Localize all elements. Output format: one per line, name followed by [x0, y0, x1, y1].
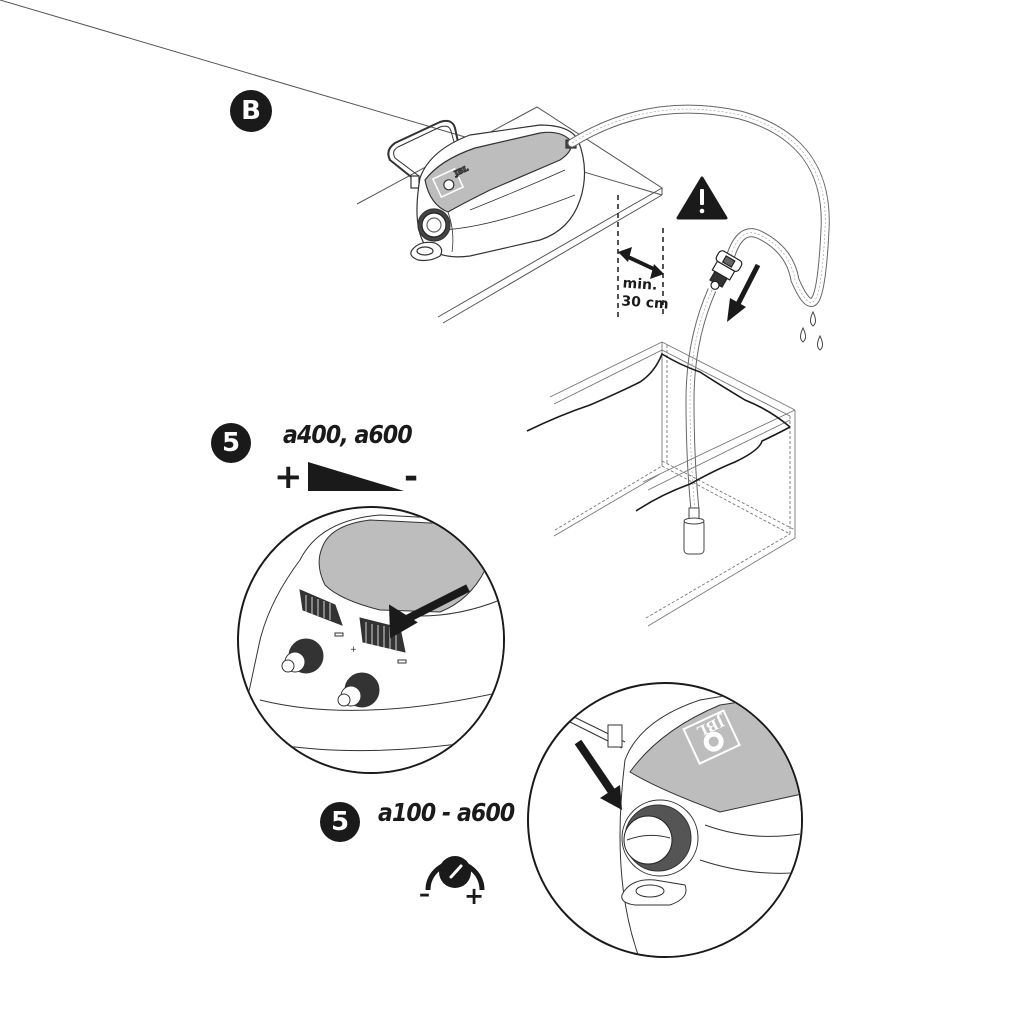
step-badge-label: 5 — [221, 428, 241, 458]
models-label-a100-a600: a100 - a600 — [378, 798, 515, 827]
air-stone — [683, 507, 705, 555]
step-badge-label: 5 — [330, 807, 350, 837]
plus-sign: + — [274, 457, 303, 497]
section-badge-label: B — [241, 96, 261, 126]
rotary-knob-icon — [425, 856, 485, 891]
check-valve — [709, 250, 743, 290]
warning-triangle-icon — [676, 176, 728, 220]
water-drops — [800, 310, 823, 351]
detail-circle-regulator: + — [237, 506, 505, 774]
min-distance-label: min. 30 cm — [621, 274, 671, 313]
detail-circle-knob: JBL — [527, 682, 803, 958]
plus-sign-knob: + — [464, 882, 485, 910]
min-distance-line2: 30 cm — [620, 293, 670, 313]
minus-sign: - — [404, 457, 419, 497]
air-hose — [567, 104, 830, 511]
models-label-a400-a600: a400, a600 — [283, 420, 413, 449]
aquarium-tank — [549, 341, 796, 627]
flow-direction-arrow — [727, 263, 761, 322]
step-badge-5-lower: 5 — [320, 802, 360, 842]
svg-text:+: + — [350, 645, 357, 655]
minus-sign-knob: – — [419, 882, 430, 907]
wedge-scale-icon — [308, 462, 404, 491]
air-pump-top: JBL — [387, 119, 586, 262]
water-surface — [526, 352, 791, 512]
section-badge-b: B — [230, 90, 272, 132]
step-badge-5-upper: 5 — [211, 423, 251, 463]
distance-marker — [617, 195, 664, 318]
